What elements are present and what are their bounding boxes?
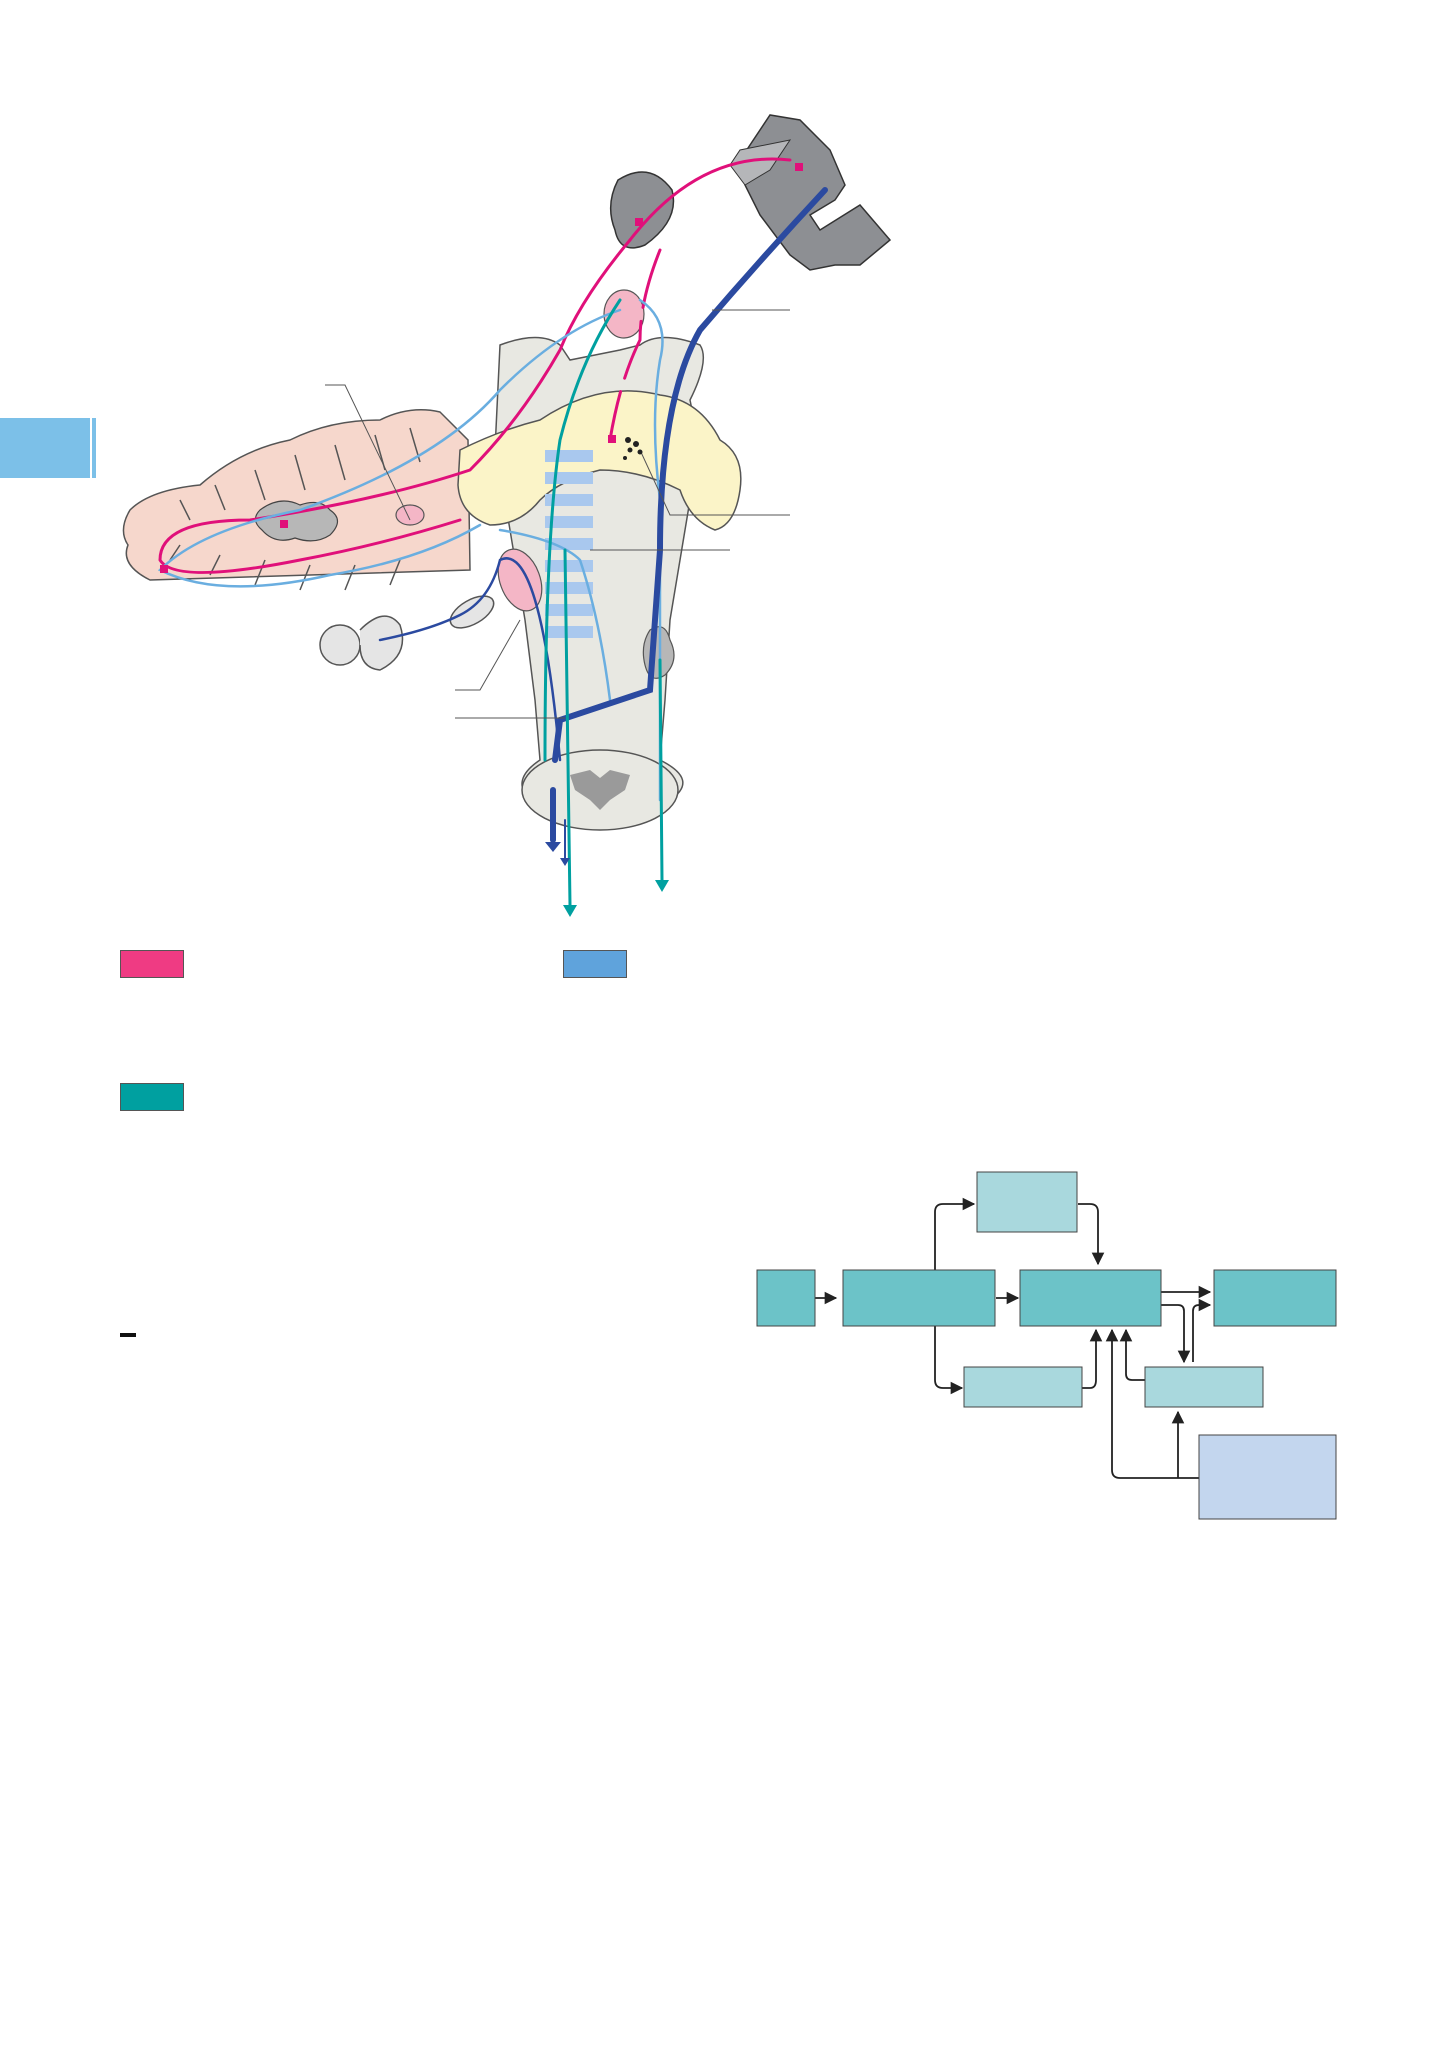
- lightblue-pathway-1: [157, 308, 622, 588]
- inner-ear: [319, 595, 495, 671]
- flow-box-output: [1213, 1269, 1337, 1327]
- magenta-pathway-2: [608, 248, 662, 442]
- pontine-dots: [623, 437, 643, 460]
- magenta-pathway-cortex: [628, 157, 792, 242]
- lightblue-pathway-3: [498, 528, 612, 702]
- red-nucleus: [603, 289, 645, 339]
- darkblue-pathway-corticospinal: [552, 187, 828, 763]
- flow-box-stage2: [1019, 1269, 1162, 1327]
- chapter-tab-edge: [92, 418, 96, 478]
- darkblue-pathway-vestibular: [378, 557, 562, 762]
- chapter-tab: [0, 418, 90, 478]
- dentate-nucleus: [254, 500, 339, 542]
- spinal-gray-matter: [570, 770, 630, 810]
- arrowheads: [545, 842, 669, 917]
- cerebellar-pathways-illustration: [122, 114, 892, 917]
- vestibular-nucleus: [497, 548, 543, 612]
- flow-box-bottom-right: [1144, 1366, 1264, 1408]
- flow-connectors: [815, 1197, 1212, 1479]
- legend-swatch-magenta: [120, 950, 184, 978]
- cortex-cutaway: [729, 139, 792, 186]
- fastigial-nucleus: [395, 504, 425, 526]
- legend-swatch-teal: [120, 1083, 184, 1111]
- teal-pathway-1: [543, 298, 622, 762]
- cerebellum: [122, 409, 471, 581]
- cerebral-cortex: [744, 114, 892, 271]
- legend-swatch-blue: [563, 950, 627, 978]
- reticular-formation: [545, 450, 593, 638]
- flow-box-input: [756, 1269, 816, 1327]
- flow-box-bottom-left: [963, 1366, 1083, 1408]
- dash-mark: [120, 1333, 136, 1337]
- cortex-lobe: [609, 171, 675, 249]
- flow-box-top: [976, 1171, 1078, 1233]
- flow-box-external: [1198, 1434, 1337, 1520]
- callout-lines: [325, 309, 790, 719]
- flow-box-stage1: [842, 1269, 996, 1327]
- lightblue-pathway-2: [638, 298, 664, 802]
- synapse-markers: [160, 163, 803, 573]
- teal-pathway-2: [563, 548, 572, 907]
- teal-pathway-3: [658, 658, 664, 882]
